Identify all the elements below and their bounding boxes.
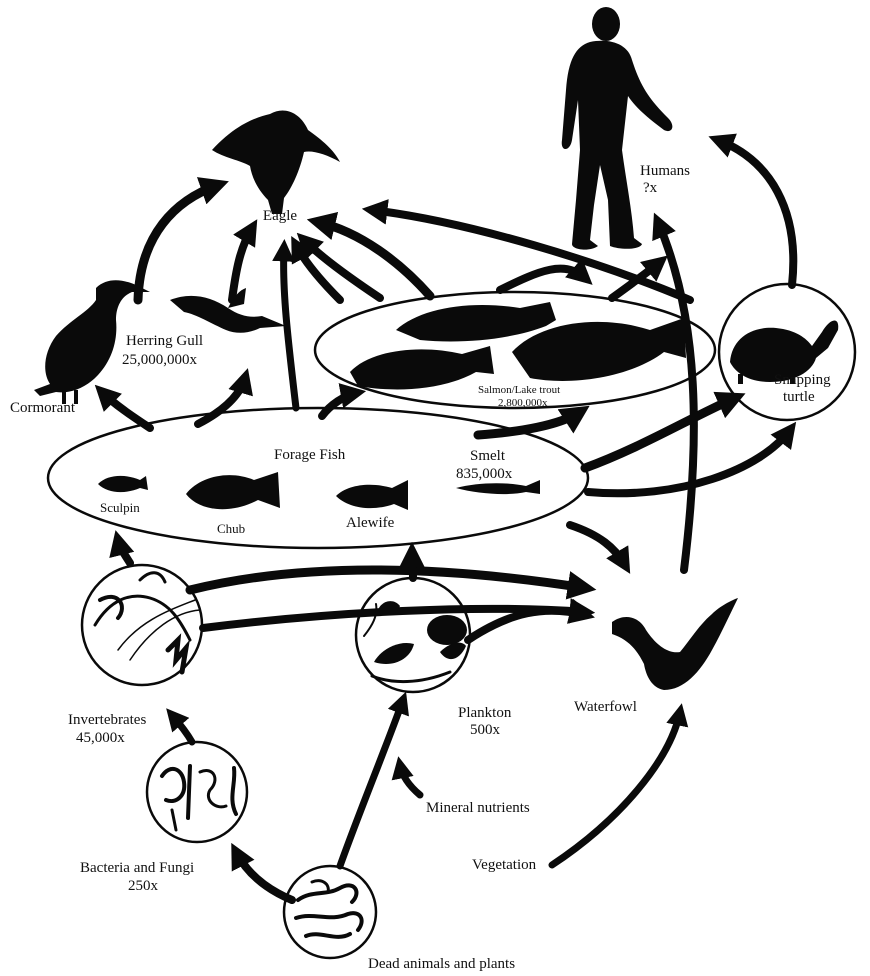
humans-label: Humans — [640, 163, 690, 180]
arrow-forage-to-waterfowl — [570, 525, 625, 565]
arrow-bacteria-to-invertebrates — [172, 715, 192, 742]
herring-gull-factor: 25,000,000x — [122, 352, 197, 369]
arrow-turtle-to-humans — [718, 140, 793, 285]
arrow-vegetation-to-waterfowl — [552, 712, 680, 865]
bacteria-fungi-factor: 250x — [128, 878, 158, 895]
sculpin-label: Sculpin — [100, 499, 140, 516]
arrow-dead-to-bacteria — [236, 852, 292, 900]
arrow-forage-to-cormorant — [102, 392, 150, 428]
mineral-nutrients-label: Mineral nutrients — [426, 800, 530, 817]
vegetation-label: Vegetation — [472, 857, 536, 874]
arrow-gull-to-eagle — [232, 228, 252, 300]
forage-fish-label: Forage Fish — [274, 447, 345, 464]
dead-matter-circle — [284, 866, 376, 958]
smelt-label: Smelt — [470, 448, 505, 465]
bacteria-fungi-label: Bacteria and Fungi — [80, 860, 194, 877]
plankton-label: Plankton — [458, 705, 511, 722]
salmon-trout-factor: 2,800,000x — [498, 395, 548, 412]
snapping-turtle-label-2: turtle — [783, 389, 815, 406]
arrow-minerals-to-plankton — [400, 765, 420, 795]
cormorant-label: Cormorant — [10, 400, 75, 417]
humans-factor: ?x — [643, 180, 657, 197]
dead-matter-label: Dead animals and plants — [368, 956, 515, 973]
herring-gull-silhouette — [170, 288, 286, 333]
arrow-forage-to-eagle — [284, 248, 296, 408]
eagle-label: Eagle — [263, 208, 297, 225]
invertebrates-label: Invertebrates — [68, 712, 146, 729]
alewife-label: Alewife — [346, 515, 394, 532]
arrow-salmon-to-humans-b — [612, 262, 660, 298]
snapping-turtle-label-1: Snapping — [774, 372, 831, 389]
plankton-factor: 500x — [470, 722, 500, 739]
arrow-cormorant-to-eagle — [138, 185, 218, 300]
arrow-salmon3-to-eagle — [318, 222, 430, 296]
arrow-invertebrates-to-forage — [118, 540, 130, 563]
arrow-plankton-to-waterfowl — [468, 611, 585, 640]
waterfowl-silhouette — [612, 598, 738, 690]
waterfowl-label: Waterfowl — [574, 699, 637, 716]
arrow-salmon-to-humans-a — [500, 269, 585, 290]
chub-label: Chub — [217, 520, 245, 537]
arrow-waterfowl-to-humans — [658, 222, 694, 570]
invertebrates-factor: 45,000x — [76, 730, 125, 747]
arrow-plankton-to-forage — [412, 552, 413, 578]
human-silhouette — [562, 7, 673, 250]
smelt-factor: 835,000x — [456, 466, 512, 483]
arrow-dead-to-plankton — [340, 700, 403, 866]
arrow-forage-to-turtle-a — [585, 398, 735, 468]
herring-gull-label: Herring Gull — [126, 333, 203, 350]
eagle-silhouette — [212, 111, 340, 214]
